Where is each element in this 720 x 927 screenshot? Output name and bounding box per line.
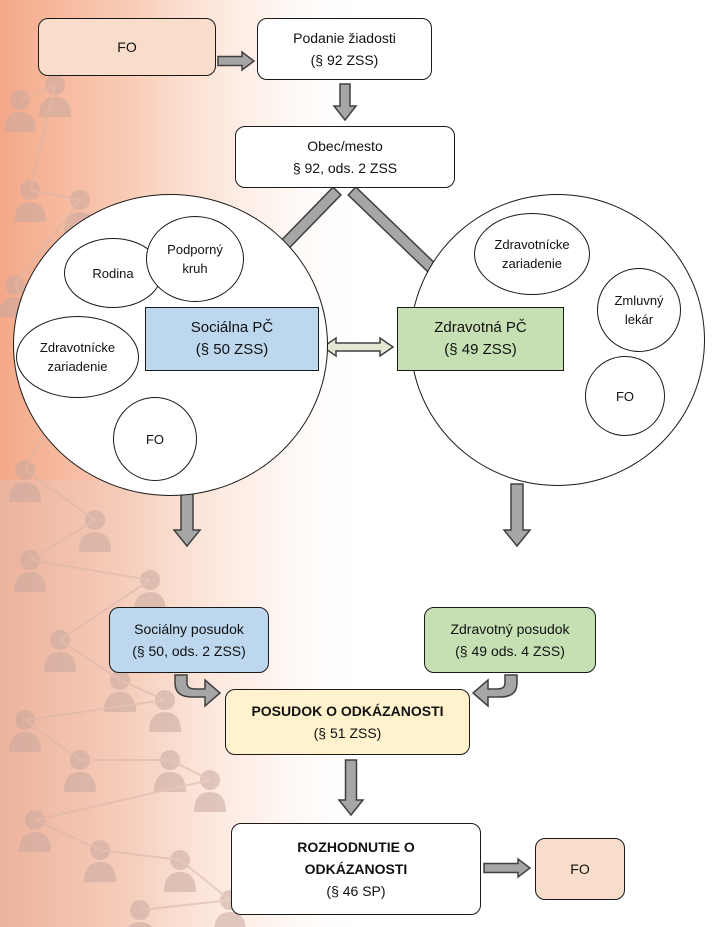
network-link bbox=[169, 759, 211, 781]
posudok-line2: (§ 51 ZSS) bbox=[313, 725, 382, 741]
network-link bbox=[29, 189, 81, 201]
fo-start-box: FO bbox=[38, 18, 216, 76]
left-zdrav-line2: zariadenie bbox=[47, 359, 108, 374]
network-link bbox=[59, 639, 121, 681]
socialna-pc-box: Sociálna PČ (§ 50 ZSS) bbox=[145, 307, 319, 371]
network-link bbox=[179, 859, 231, 901]
right-zdrav-line2: zariadenie bbox=[502, 256, 562, 271]
network-link bbox=[19, 84, 56, 101]
zmluvny-lekar-circle: Zmluvný lekár bbox=[597, 268, 681, 352]
zdravotna-pc-box: Zdravotná PČ (§ 49 ZSS) bbox=[397, 307, 564, 371]
fo-end-box: FO bbox=[535, 838, 625, 900]
zmluvny-line2: lekár bbox=[624, 312, 654, 327]
zdravotny-posudok-line2: (§ 49 ods. 4 ZSS) bbox=[455, 643, 565, 659]
socialny-posudok-box: Sociálny posudok (§ 50, ods. 2 ZSS) bbox=[109, 607, 269, 673]
socialna-pc-line1: Sociálna PČ bbox=[190, 319, 274, 336]
left-fo-label: FO bbox=[145, 431, 165, 447]
podporny-kruh-circle: Podporný kruh bbox=[146, 216, 244, 302]
rozhodnutie-line1: ROZHODNUTIE O bbox=[297, 839, 415, 855]
socialny-posudok-line1: Sociálny posudok bbox=[134, 621, 244, 637]
obec-mesto-box: Obec/mesto § 92, ods. 2 ZSS bbox=[235, 126, 455, 188]
zdravotna-pc-line1: Zdravotná PČ bbox=[434, 319, 527, 336]
left-zdrav-line1: Zdravotnícke bbox=[39, 340, 116, 355]
podanie-ziadosti-box: Podanie žiadosti (§ 92 ZSS) bbox=[257, 18, 432, 80]
zdravotny-posudok-line1: Zdravotný posudok bbox=[450, 621, 570, 637]
network-link bbox=[24, 719, 81, 761]
rozhodnutie-line2: ODKÁZANOSTI bbox=[304, 861, 408, 877]
right-zdrav-line1: Zdravotnícke bbox=[494, 237, 570, 252]
left-zdravotnicke-zariadenie-circle: Zdravotnícke zariadenie bbox=[16, 316, 139, 398]
zdravotna-pc-line2: (§ 49 ZSS) bbox=[444, 341, 517, 358]
right-fo-label: FO bbox=[615, 388, 635, 404]
network-link bbox=[29, 84, 56, 191]
podporny-line1: Podporný bbox=[167, 242, 223, 257]
rozhodnutie-box: ROZHODNUTIE O ODKÁZANOSTI (§ 46 SP) bbox=[231, 823, 481, 915]
network-link bbox=[59, 579, 151, 641]
obec-line1: Obec/mesto bbox=[307, 138, 383, 154]
podanie-line2: (§ 92 ZSS) bbox=[310, 52, 379, 68]
zdravotny-posudok-box: Zdravotný posudok (§ 49 ods. 4 ZSS) bbox=[424, 607, 596, 673]
network-link bbox=[29, 519, 96, 561]
podanie-line1: Podanie žiadosti bbox=[293, 30, 396, 46]
podporny-line2: kruh bbox=[182, 261, 208, 276]
network-link bbox=[34, 819, 101, 851]
rodina-label: Rodina bbox=[92, 265, 134, 281]
right-zdravotnicke-zariadenie-circle: Zdravotnícke zariadenie bbox=[474, 213, 590, 295]
network-link bbox=[34, 779, 211, 821]
network-link bbox=[29, 559, 151, 581]
posudok-o-odkazanosti-box: POSUDOK O ODKÁZANOSTI (§ 51 ZSS) bbox=[225, 689, 470, 755]
network-link bbox=[99, 849, 181, 861]
obec-line2: § 92, ods. 2 ZSS bbox=[292, 160, 398, 176]
socialna-pc-line2: (§ 50 ZSS) bbox=[195, 341, 269, 358]
network-link bbox=[119, 679, 166, 701]
network-link bbox=[24, 699, 166, 721]
left-fo-circle: FO bbox=[113, 397, 197, 481]
fo-start-label: FO bbox=[117, 39, 137, 55]
fo-end-label: FO bbox=[570, 861, 590, 877]
rozhodnutie-line3: (§ 46 SP) bbox=[326, 883, 386, 899]
network-link bbox=[139, 899, 231, 911]
network-link bbox=[14, 199, 81, 286]
socialny-posudok-line2: (§ 50, ods. 2 ZSS) bbox=[132, 643, 246, 659]
posudok-line1: POSUDOK O ODKÁZANOSTI bbox=[251, 703, 444, 719]
network-link bbox=[24, 469, 96, 521]
zmluvny-line1: Zmluvný bbox=[614, 293, 664, 308]
rodina-circle: Rodina bbox=[64, 238, 162, 308]
right-fo-circle: FO bbox=[585, 356, 665, 436]
